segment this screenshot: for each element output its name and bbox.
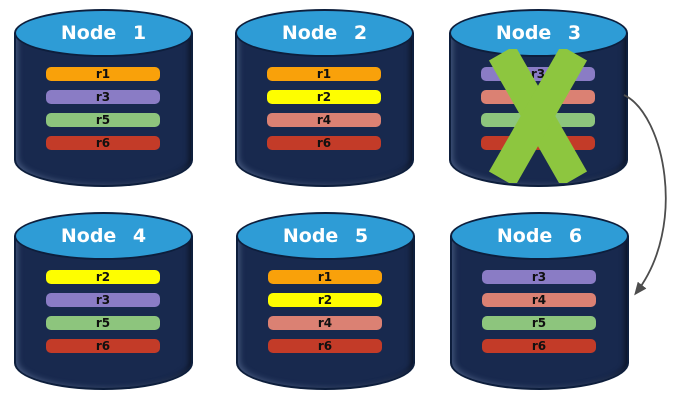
cylinder-body (14, 33, 193, 187)
replica-bar-r4: r4 (268, 316, 382, 330)
cylinder-body (235, 33, 414, 187)
replica-bar-r6: r6 (267, 136, 381, 150)
replica-bar-r2: r2 (267, 90, 381, 104)
cylinder-top (14, 9, 193, 57)
replica-bar-r2: r2 (46, 270, 160, 284)
cylinder-body (236, 236, 415, 390)
cylinder-top (14, 212, 193, 260)
replica-label: r2 (95, 270, 111, 284)
replica-label: r6 (95, 136, 111, 150)
replica-bar-r3: r3 (482, 270, 596, 284)
failure-x-icon (488, 49, 588, 183)
replica-label: r2 (317, 293, 333, 307)
node-title: Node 3 (495, 22, 582, 44)
replica-bar-r6: r6 (46, 136, 160, 150)
replica-bar-r1: r1 (268, 270, 382, 284)
replica-label: r5 (95, 316, 111, 330)
replica-label: r6 (95, 339, 111, 353)
replica-label: r3 (95, 293, 111, 307)
cylinder-top (235, 9, 414, 57)
replica-label: r1 (95, 67, 111, 81)
cylinder-body (450, 236, 629, 390)
replica-label: r1 (317, 270, 333, 284)
replica-bar-r3: r3 (46, 293, 160, 307)
node-title: Node 1 (60, 22, 147, 44)
replica-label: r3 (530, 67, 546, 81)
replica-bar-r2: r2 (268, 293, 382, 307)
replica-bar-r1: r1 (267, 67, 381, 81)
replica-label: r4 (531, 293, 547, 307)
replica-bar-r6: r6 (268, 339, 382, 353)
node-title: Node 6 (496, 225, 583, 247)
replica-label: r4 (317, 316, 333, 330)
replica-bar-r4: r4 (267, 113, 381, 127)
cylinder-body (14, 236, 193, 390)
replica-bar-r5: r5 (46, 316, 160, 330)
replica-bar-r6: r6 (482, 339, 596, 353)
replica-label: r1 (316, 67, 332, 81)
node-title: Node 4 (60, 225, 147, 247)
replica-label: r6 (531, 339, 547, 353)
node-2: Node 2 r1 r2 r4 r6 (235, 9, 414, 187)
replica-bar-r6: r6 (46, 339, 160, 353)
node-4: Node 4 r2 r3 r5 r6 (14, 212, 193, 390)
cylinder-top (450, 212, 629, 260)
replica-bar-r4: r4 (482, 293, 596, 307)
replica-bar-r5: r5 (46, 113, 160, 127)
node-6: Node 6 r3 r4 r5 r6 (450, 212, 629, 390)
cylinder-top (236, 212, 415, 260)
node-5: Node 5 r1 r2 r4 r6 (236, 212, 415, 390)
replica-label: r6 (317, 339, 333, 353)
node-title: Node 2 (281, 22, 368, 44)
replica-label: r5 (95, 113, 111, 127)
replica-label: r4 (316, 113, 332, 127)
replica-label: r3 (95, 90, 111, 104)
replica-bar-r1: r1 (46, 67, 160, 81)
replica-label: r6 (316, 136, 332, 150)
node-1: Node 1 r1 r3 r5 r6 (14, 9, 193, 187)
node-3-failed: Node 3 r3 (449, 9, 628, 187)
cylinder-top (449, 9, 628, 57)
node-title: Node 5 (282, 225, 369, 247)
replica-label: r5 (531, 316, 547, 330)
replica-bar-r3: r3 (46, 90, 160, 104)
replica-label: r2 (316, 90, 332, 104)
replica-label: r3 (531, 270, 547, 284)
replica-bar-r5: r5 (482, 316, 596, 330)
